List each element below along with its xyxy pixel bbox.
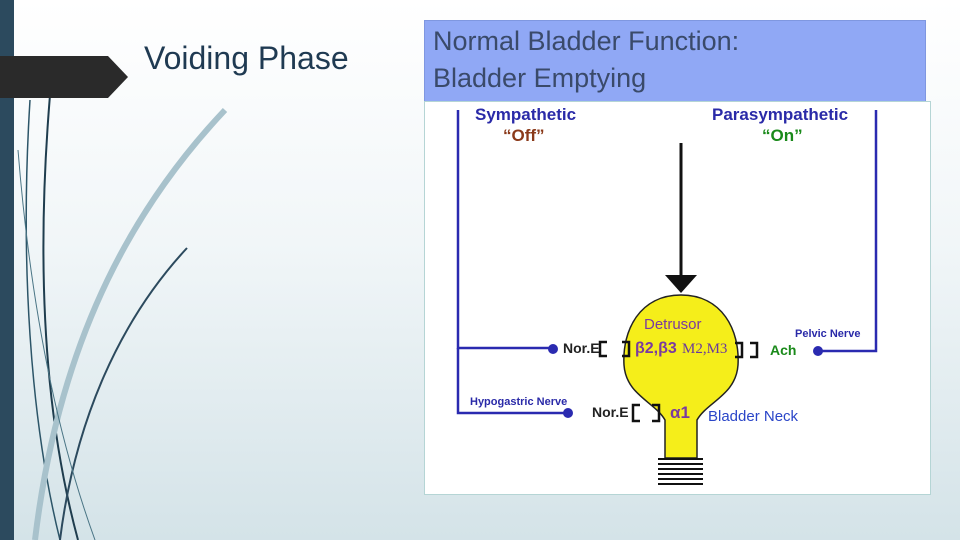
nor-e-upper-label: Nor.E xyxy=(563,340,600,356)
ach-label: Ach xyxy=(770,342,797,358)
sympathetic-terminal-upper xyxy=(548,344,558,354)
parasympathetic-terminal xyxy=(813,346,823,356)
receptor-bracket-right xyxy=(735,341,759,359)
parasympathetic-state: “On” xyxy=(762,126,803,145)
hypogastric-nerve-label: Hypogastric Nerve xyxy=(470,396,568,408)
nor-e-lower-label: Nor.E xyxy=(592,404,629,420)
sympathetic-label: Sympathetic xyxy=(475,105,577,124)
hypogastric-nerve-line xyxy=(456,348,568,415)
sympathetic-state: “Off” xyxy=(503,126,545,145)
beta-receptors-label: β2,β3 xyxy=(635,340,677,357)
decorative-swooshes xyxy=(17,94,228,540)
title-arrow-shape xyxy=(0,56,128,98)
receptor-bracket-left-upper xyxy=(598,340,631,358)
header-line-1: Normal Bladder Function: xyxy=(433,26,740,56)
alpha-receptor-label: α1 xyxy=(670,403,690,422)
parasympathetic-label: Parasympathetic xyxy=(712,105,849,124)
header-line-2: Bladder Emptying xyxy=(433,63,647,93)
sphincter-lines xyxy=(658,458,703,485)
slide-title: Voiding Phase xyxy=(144,40,349,76)
detrusor-label: Detrusor xyxy=(644,316,702,333)
left-accent-bar xyxy=(0,0,14,540)
receptor-bracket-left-lower xyxy=(631,403,661,423)
sympathetic-terminal-lower xyxy=(563,408,573,418)
bladder-neck-label: Bladder Neck xyxy=(708,408,799,425)
central-arrow-head xyxy=(665,275,697,293)
m-receptors-label: M2,M3 xyxy=(682,341,728,357)
pelvic-nerve-label: Pelvic Nerve xyxy=(795,328,861,340)
parasympathetic-nerve-line xyxy=(818,110,878,353)
diagram-header: Normal Bladder Function: Bladder Emptyin… xyxy=(424,20,926,102)
